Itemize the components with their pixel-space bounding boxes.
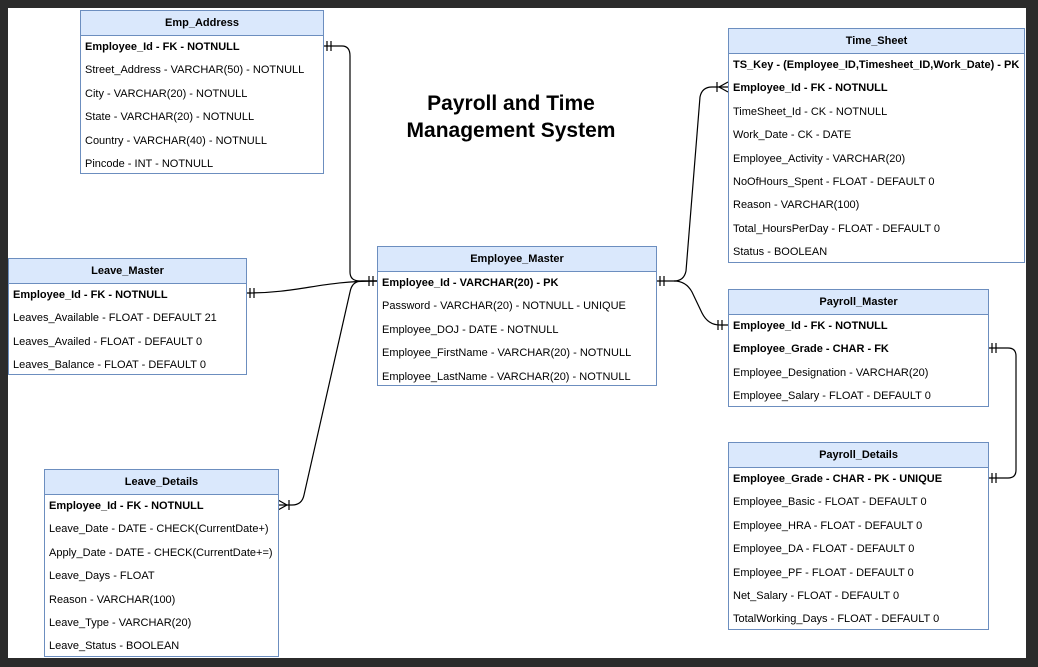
attribute-row: Pincode - INT - NOTNULL	[85, 157, 214, 170]
entity-header: Employee_Master	[378, 247, 656, 272]
attribute-row: Leaves_Balance - FLOAT - DEFAULT 0	[13, 359, 206, 372]
attribute-row: TS_Key - (Employee_ID,Timesheet_ID,Work_…	[733, 59, 1020, 71]
entity-leave-master[interactable]: Leave_Master Employee_Id - FK - NOTNULL …	[8, 258, 247, 375]
attribute-row: Employee_Salary - FLOAT - DEFAULT 0	[733, 390, 931, 403]
attribute-row: Leave_Status - BOOLEAN	[49, 640, 180, 653]
attribute-row: Country - VARCHAR(40) - NOTNULL	[85, 134, 267, 147]
attribute-row: Street_Address - VARCHAR(50) - NOTNULL	[85, 64, 305, 77]
attribute-row: TotalWorking_Days - FLOAT - DEFAULT 0	[733, 613, 940, 626]
attribute-row: Employee_Designation - VARCHAR(20)	[733, 366, 929, 379]
attribute-row: Reason - VARCHAR(100)	[733, 199, 860, 212]
entity-payroll-master[interactable]: Payroll_Master Employee_Id - FK - NOTNUL…	[728, 289, 989, 407]
entity-leave-details[interactable]: Leave_Details Employee_Id - FK - NOTNULL…	[44, 469, 279, 657]
diagram-title-line-2: Management System	[406, 119, 616, 142]
attribute-row: Employee_Id - FK - NOTNULL	[13, 289, 168, 301]
attribute-row: Leave_Type - VARCHAR(20)	[49, 616, 192, 629]
attribute-row: Employee_LastName - VARCHAR(20) - NOTNUL…	[382, 370, 631, 383]
attribute-row: Employee_Id - FK - NOTNULL	[85, 41, 240, 53]
attribute-row: Employee_FirstName - VARCHAR(20) - NOTNU…	[382, 347, 632, 360]
attribute-row: Status - BOOLEAN	[733, 246, 828, 259]
attribute-row: Employee_Activity - VARCHAR(20)	[733, 152, 906, 165]
attribute-row: City - VARCHAR(20) - NOTNULL	[85, 87, 248, 100]
attribute-row: TimeSheet_Id - CK - NOTNULL	[733, 105, 888, 118]
attribute-row: Total_HoursPerDay - FLOAT - DEFAULT 0	[733, 222, 941, 235]
attribute-row: Employee_Id - VARCHAR(20) - PK	[382, 277, 559, 289]
entity-employee-master[interactable]: Employee_Master Employee_Id - VARCHAR(20…	[377, 246, 657, 386]
attribute-row: Employee_Grade - CHAR - PK - UNIQUE	[733, 473, 943, 485]
attribute-row: Apply_Date - DATE - CHECK(CurrentDate+=)	[49, 546, 273, 559]
attribute-row: Leaves_Availed - FLOAT - DEFAULT 0	[13, 335, 203, 348]
attribute-row: Employee_Id - FK - NOTNULL	[733, 320, 888, 332]
attribute-row: Reason - VARCHAR(100)	[49, 593, 176, 606]
entity-header: Payroll_Master	[729, 290, 988, 315]
attribute-row: Employee_PF - FLOAT - DEFAULT 0	[733, 566, 914, 579]
attribute-row: Employee_Id - FK - NOTNULL	[733, 82, 888, 95]
attribute-row: Leaves_Available - FLOAT - DEFAULT 21	[13, 312, 217, 325]
attribute-row: Leave_Date - DATE - CHECK(CurrentDate+)	[49, 523, 269, 536]
attribute-row: Employee_HRA - FLOAT - DEFAULT 0	[733, 519, 923, 532]
entity-header: Leave_Master	[9, 259, 246, 284]
entity-header: Payroll_Details	[729, 443, 988, 468]
diagram-title: Payroll and Time Management System	[380, 90, 642, 144]
attribute-row: Employee_Basic - FLOAT - DEFAULT 0	[733, 496, 927, 509]
attribute-row: Employee_Grade - CHAR - FK	[733, 343, 889, 356]
attribute-row: State - VARCHAR(20) - NOTNULL	[85, 111, 255, 124]
attribute-row: NoOfHours_Spent - FLOAT - DEFAULT 0	[733, 175, 935, 188]
attribute-row: Employee_Id - FK - NOTNULL	[49, 500, 204, 512]
attribute-row: Employee_DA - FLOAT - DEFAULT 0	[733, 543, 915, 556]
diagram-title-line-1: Payroll and Time	[427, 92, 595, 115]
entity-emp-address[interactable]: Emp_Address Employee_Id - FK - NOTNULL S…	[80, 10, 324, 174]
entity-payroll-details[interactable]: Payroll_Details Employee_Grade - CHAR - …	[728, 442, 989, 630]
attribute-row: Work_Date - CK - DATE	[733, 129, 852, 142]
attribute-row: Employee_DOJ - DATE - NOTNULL	[382, 323, 559, 336]
attribute-row: Password - VARCHAR(20) - NOTNULL - UNIQU…	[382, 300, 626, 313]
entity-header: Time_Sheet	[729, 29, 1024, 54]
entity-header: Leave_Details	[45, 470, 278, 495]
entity-header: Emp_Address	[81, 11, 323, 36]
attribute-row: Net_Salary - FLOAT - DEFAULT 0	[733, 589, 900, 602]
entity-time-sheet[interactable]: Time_Sheet TS_Key - (Employee_ID,Timeshe…	[728, 28, 1025, 263]
attribute-row: Leave_Days - FLOAT	[49, 570, 155, 583]
